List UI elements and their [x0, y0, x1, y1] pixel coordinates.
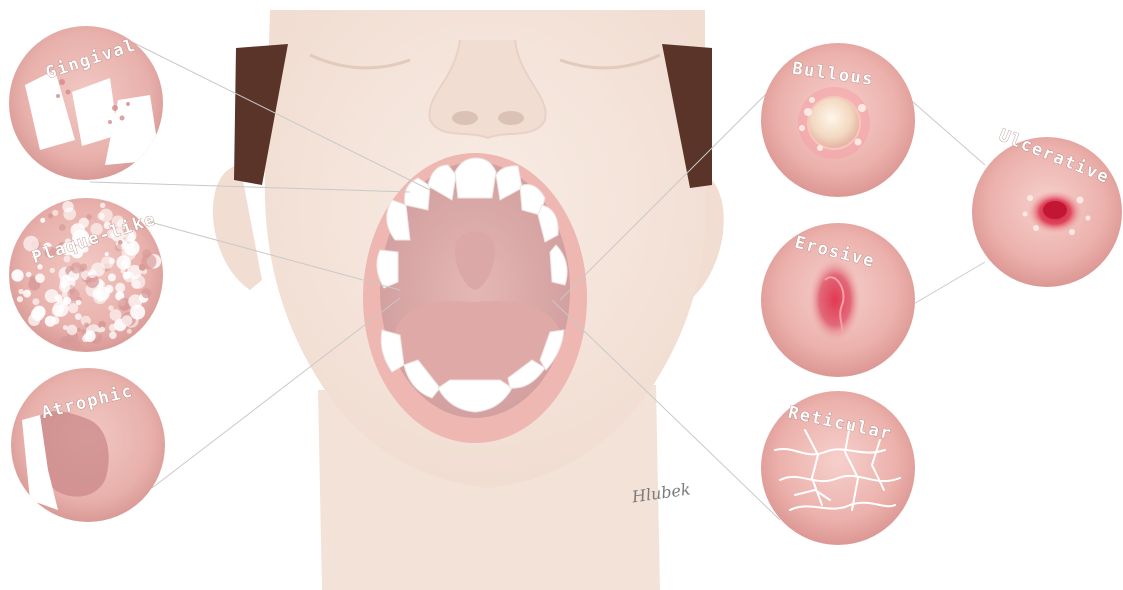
plaque-speck — [141, 288, 151, 298]
plaque-speck — [51, 317, 59, 325]
plaque-speck — [35, 273, 45, 283]
plaque-speck — [84, 323, 89, 328]
plaque-speck — [121, 315, 132, 326]
plaque-speck — [121, 269, 126, 274]
plaque-speck — [35, 315, 41, 321]
plaque-speck — [139, 264, 146, 271]
plaque-speck — [127, 329, 132, 334]
plaque-speck — [116, 255, 131, 270]
plaque-speck — [76, 300, 82, 306]
plaque-like-disc: Plaque-like — [9, 198, 163, 352]
plaque-speck — [63, 208, 76, 221]
plaque-speck — [100, 327, 105, 332]
plaque-speck — [93, 290, 107, 304]
plaque-speck — [130, 305, 145, 320]
plaque-speck — [101, 256, 114, 269]
plaque-speck — [131, 280, 140, 289]
plaque-speck — [52, 305, 64, 317]
plaque-speck — [59, 281, 70, 292]
plaque-speck — [50, 268, 55, 273]
plaque-speck — [59, 224, 66, 231]
plaque-speck — [86, 214, 92, 220]
plaque-speck — [19, 289, 24, 294]
plaque-speck — [110, 309, 122, 321]
erosive-disc: Erosive — [761, 223, 915, 377]
ulcerative-disc: Ulcerative — [972, 125, 1122, 287]
plaque-speck — [77, 328, 81, 332]
reticular-disc: Reticular — [761, 391, 915, 545]
plaque-speck — [109, 331, 117, 339]
plaque-speck — [72, 340, 81, 349]
plaque-speck — [105, 252, 109, 256]
plaque-speck — [88, 269, 97, 278]
plaque-speck — [115, 283, 125, 293]
gingival-disc: Gingival — [9, 26, 163, 180]
plaque-speck — [115, 244, 122, 251]
plaque-speck — [108, 273, 116, 281]
plaque-speck — [52, 210, 58, 216]
plaque-speck — [23, 290, 31, 298]
plaque-speck — [55, 294, 63, 302]
plaque-speck — [11, 269, 23, 281]
plaque-speck — [17, 296, 23, 302]
plaque-speck — [109, 324, 117, 332]
left-ear — [213, 165, 262, 290]
plaque-speck — [32, 298, 39, 305]
plaque-speck — [100, 203, 105, 208]
plaque-speck — [99, 209, 113, 223]
plaque-speck — [71, 262, 82, 273]
atrophic-disc: Atrophic — [11, 368, 165, 522]
plaque-speck — [63, 297, 71, 305]
plaque-speck — [40, 218, 45, 223]
plaque-speck — [67, 325, 78, 336]
plaque-speck — [81, 329, 87, 335]
plaque-speck — [75, 313, 82, 320]
plaque-speck — [48, 213, 53, 218]
bullous-disc: Bullous — [761, 43, 915, 197]
plaque-speck — [26, 272, 32, 278]
